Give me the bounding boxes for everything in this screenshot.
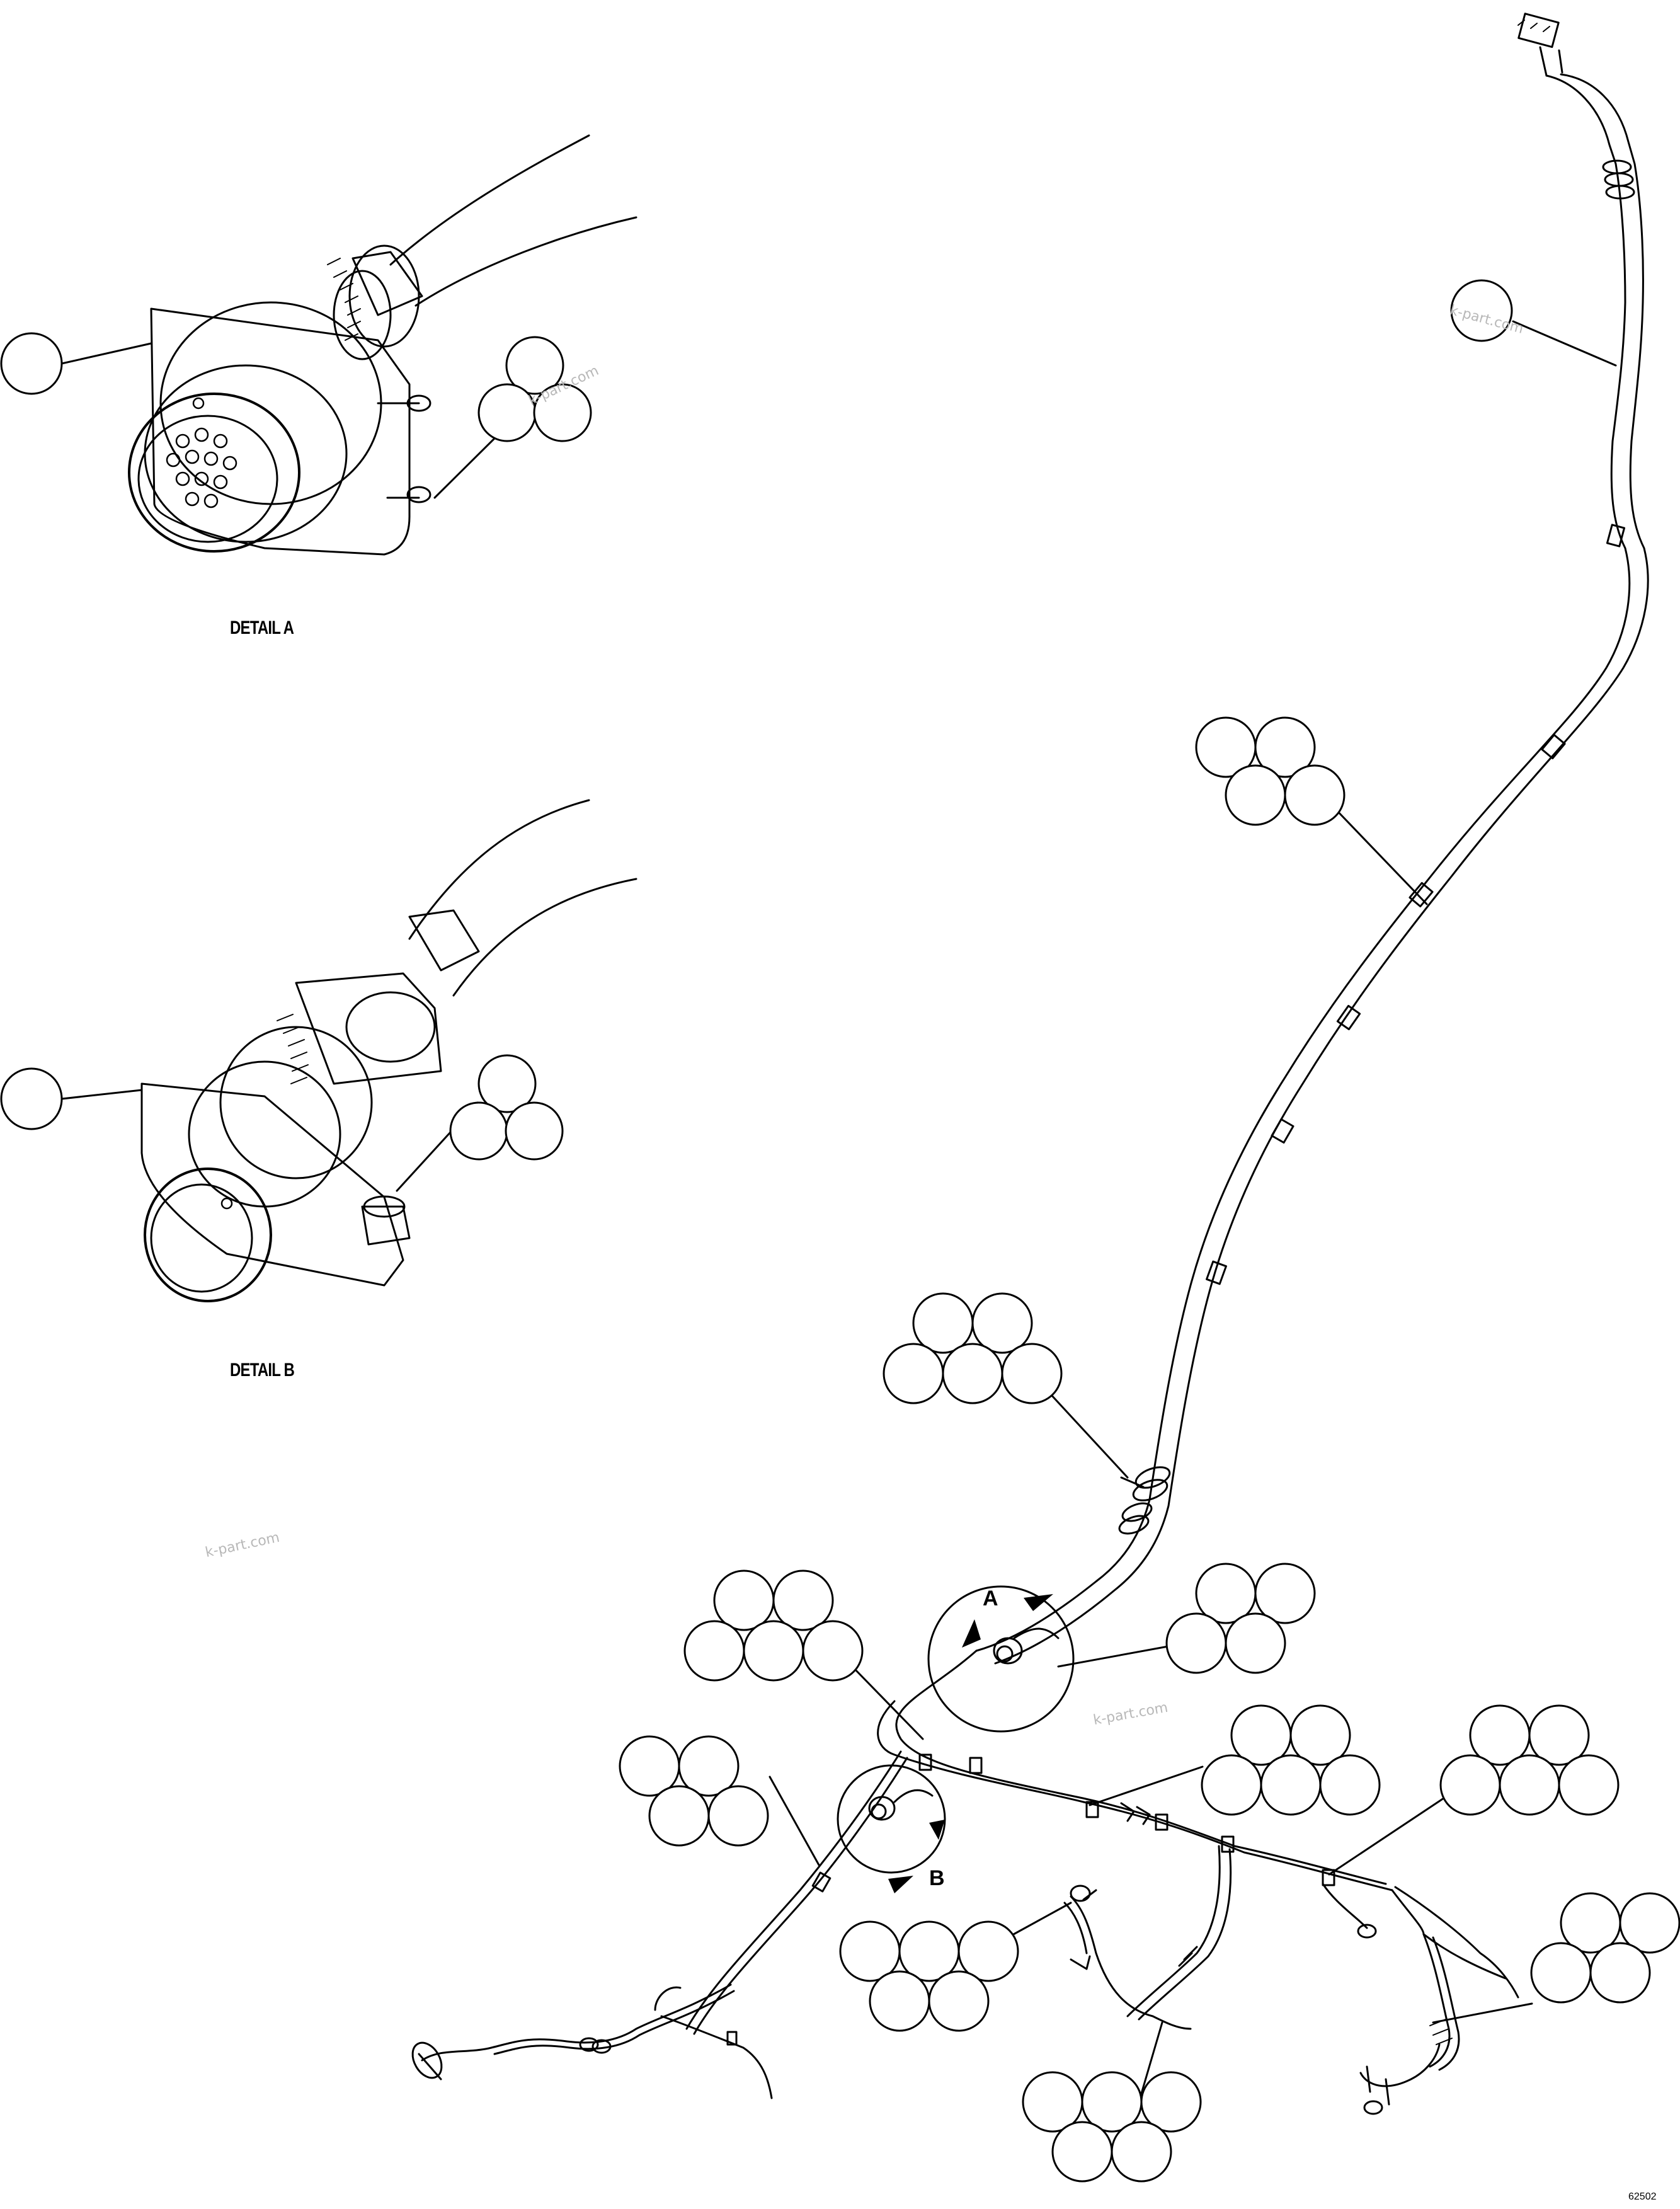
view-arrow-a-left — [962, 1619, 981, 1648]
callout-bubble — [713, 1569, 775, 1631]
view-letter-a: A — [983, 1586, 998, 1610]
callout-bubble — [1260, 1754, 1322, 1816]
callout-bubble — [1001, 1343, 1063, 1404]
callout-bubble — [1439, 1754, 1501, 1816]
callout-bubble — [1319, 1754, 1381, 1816]
callout-bubble — [707, 1785, 769, 1847]
callout-bubble — [912, 1292, 974, 1354]
view-circle-b — [837, 1764, 946, 1874]
callout-bubble — [772, 1569, 834, 1631]
callout-bubble — [1225, 1612, 1286, 1674]
callout-bubble — [1289, 1704, 1351, 1766]
detail-a-illustration — [128, 134, 637, 556]
wiring-harness — [411, 13, 1649, 2115]
callout-bubble — [802, 1620, 864, 1682]
callout-bubble — [678, 1735, 740, 1797]
callout-bubble — [1254, 1563, 1316, 1624]
callout-bubble — [1225, 764, 1286, 826]
callout-bubble — [883, 1343, 944, 1404]
callout-bubble — [1051, 2121, 1113, 2183]
view-arrows — [888, 1594, 1053, 1893]
callout-bubble — [1589, 1942, 1651, 2004]
callout-bubble — [1619, 1892, 1680, 1954]
callout-bubble — [1284, 764, 1346, 826]
callout-bubble — [743, 1620, 804, 1682]
callout-bubble — [1558, 1754, 1620, 1816]
callout-bubble — [0, 1067, 63, 1130]
callout-bubble — [1499, 1754, 1560, 1816]
callout-bubble — [1530, 1942, 1592, 2004]
callout-bubble — [942, 1343, 1003, 1404]
callout-bubble — [477, 1054, 537, 1113]
callout-bubble — [477, 383, 537, 442]
callout-bubble — [1165, 1612, 1227, 1674]
view-letter-b: B — [929, 1866, 945, 1890]
view-arrow-b-bottom — [888, 1876, 913, 1893]
callout-bubble — [1528, 1704, 1590, 1766]
callout-bubble — [648, 1785, 710, 1847]
callout-bubble — [505, 336, 564, 395]
detail-a-title: DETAIL A — [230, 617, 294, 638]
view-arrow-b-right — [929, 1820, 945, 1840]
callout-bubble — [1140, 2071, 1202, 2133]
callout-bubble — [971, 1292, 1033, 1354]
leader-lines — [60, 320, 1617, 2097]
figure-number: 62502 — [1628, 2191, 1657, 2202]
callout-bubble — [1254, 716, 1316, 778]
detail-b-illustration — [140, 799, 637, 1302]
callout-bubble — [1111, 2121, 1172, 2183]
callout-bubble — [683, 1620, 745, 1682]
callout-bubble — [533, 383, 592, 442]
callout-bubble — [0, 332, 63, 395]
callout-bubble — [449, 1101, 508, 1161]
view-arrow-a-right — [1024, 1594, 1053, 1611]
callout-bubble — [1450, 279, 1513, 342]
view-circle-a — [927, 1585, 1075, 1733]
callout-bubble — [928, 1970, 990, 2032]
callout-bubbles — [0, 279, 1680, 2183]
detail-b-title: DETAIL B — [230, 1360, 295, 1380]
callout-bubble — [1201, 1754, 1262, 1816]
callout-bubble — [505, 1101, 564, 1161]
callout-bubble — [957, 1920, 1019, 1982]
callout-bubble — [869, 1970, 930, 2032]
